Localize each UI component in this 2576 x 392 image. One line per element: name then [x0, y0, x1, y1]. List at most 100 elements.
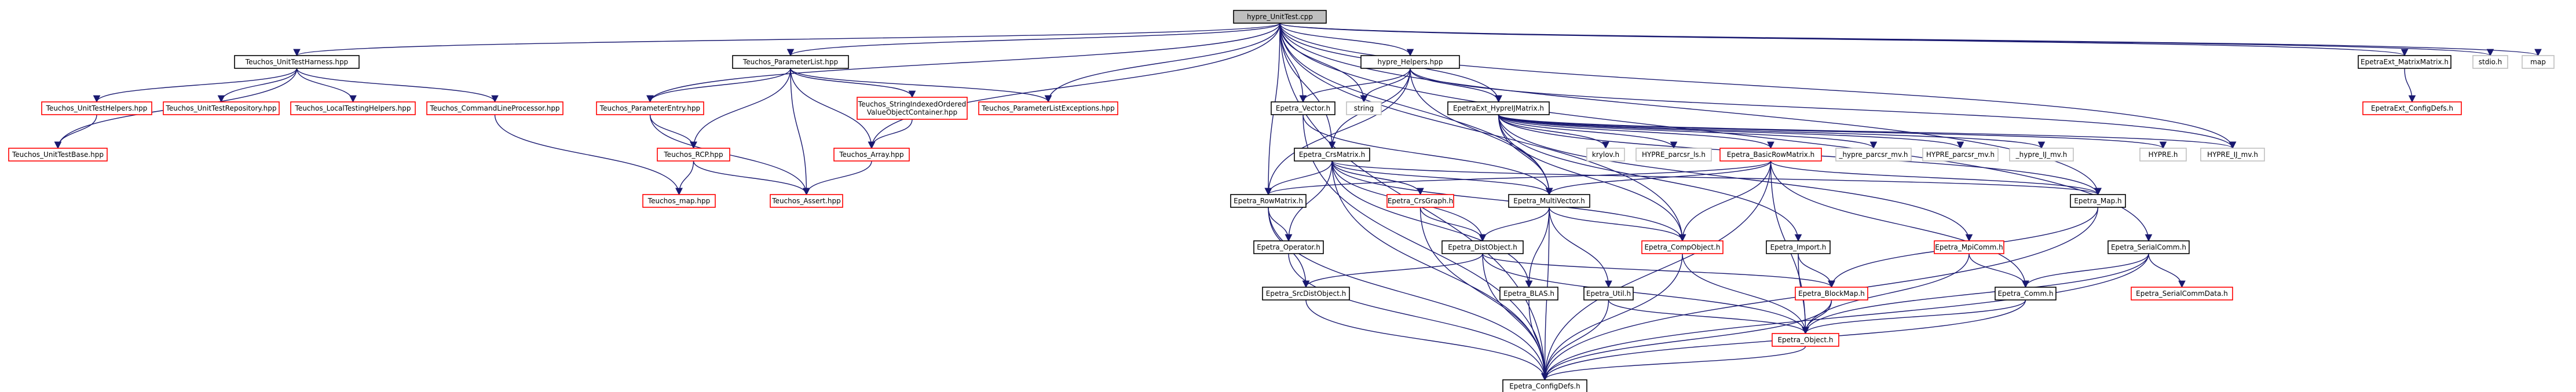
- node-label: Teuchos_ParameterEntry.hpp: [599, 104, 700, 112]
- edge-brm-to-erm: [1265, 160, 1772, 196]
- node-eobj[interactable]: Epetra_Object.h: [1772, 333, 1839, 347]
- node-root: hypre_UnitTest.cpp: [1233, 10, 1327, 24]
- node-utb[interactable]: Teuchos_UnitTestBase.hpp: [8, 148, 108, 162]
- node-emap[interactable]: Epetra_Map.h: [2070, 194, 2126, 208]
- node-label: EpetraExt_HypreIJMatrix.h: [1453, 104, 1544, 112]
- node-label: Teuchos_CommandLineProcessor.hpp: [429, 104, 559, 112]
- edge-root-to-pe: [646, 23, 1280, 103]
- edge-emv-to-edo: [1479, 207, 1550, 242]
- node-label: Teuchos_LocalTestingHelpers.hpp: [295, 104, 411, 112]
- node-emv[interactable]: Epetra_MultiVector.h: [1508, 194, 1590, 208]
- node-label: Teuchos_ParameterList.hpp: [742, 58, 838, 66]
- node-box: [642, 194, 716, 208]
- node-box: [1294, 148, 1370, 162]
- node-ehm[interactable]: EpetraExt_HypreIJMatrix.h: [1447, 101, 1550, 115]
- node-pe[interactable]: Teuchos_ParameterEntry.hpp: [596, 101, 704, 115]
- node-label: HYPRE_parcsr_ls.h: [1642, 151, 1706, 159]
- node-eop[interactable]: Epetra_Operator.h: [1253, 240, 1324, 254]
- node-rcp[interactable]: Teuchos_RCP.hpp: [657, 148, 730, 162]
- node-label: EpetraExt_ConfigDefs.h: [2371, 104, 2453, 112]
- node-label: Teuchos_Assert.hpp: [771, 197, 840, 205]
- node-pl[interactable]: Teuchos_ParameterList.hpp: [732, 55, 849, 69]
- edge-ehm-to-Hpmv: [1498, 114, 1964, 149]
- edge-eobj-to-ecd: [1541, 346, 1806, 381]
- edge-rcp-to-tmap: [675, 160, 694, 196]
- edge-ehm-to-hpmv: [1498, 114, 1878, 149]
- node-hpmv: _hypre_parcsr_mv.h: [1835, 148, 1912, 162]
- node-box: [978, 101, 1118, 115]
- node-crs[interactable]: Epetra_CrsMatrix.h: [1294, 148, 1370, 162]
- node-asrt[interactable]: Teuchos_Assert.hpp: [770, 194, 843, 208]
- node-ecd[interactable]: Epetra_ConfigDefs.h: [1502, 379, 1587, 392]
- node-lth[interactable]: Teuchos_LocalTestingHelpers.hpp: [290, 101, 416, 115]
- edge-esc-to-escd: [2148, 253, 2186, 288]
- node-label: Epetra_Object.h: [1777, 336, 1833, 344]
- node-box: [1583, 287, 1634, 301]
- node-hijmv: _hypre_IJ_mv.h: [2009, 148, 2074, 162]
- node-eimp[interactable]: Epetra_Import.h: [1766, 240, 1831, 254]
- node-clp[interactable]: Teuchos_CommandLineProcessor.hpp: [426, 101, 564, 115]
- node-ebm[interactable]: Epetra_BlockMap.h: [1795, 287, 1868, 301]
- node-hh[interactable]: hypre_Helpers.hpp: [1360, 55, 1460, 69]
- edge-pl-to-rcp: [690, 68, 791, 149]
- node-brm[interactable]: Epetra_BasicRowMatrix.h: [1719, 148, 1822, 162]
- node-edo[interactable]: Epetra_DistObject.h: [1441, 240, 1524, 254]
- edge-root-to-emv: [1279, 23, 1553, 196]
- node-box: [596, 101, 704, 115]
- node-box: [1922, 148, 1999, 162]
- node-hypre: HYPRE.h: [2139, 148, 2187, 162]
- node-utrepo[interactable]: Teuchos_UnitTestRepository.hpp: [163, 101, 280, 115]
- edge-eco-to-ecd: [1541, 253, 1683, 381]
- node-emc[interactable]: Epetra_MpiComm.h: [1934, 240, 2004, 254]
- node-label: Epetra_MultiVector.h: [1513, 197, 1585, 205]
- edge-ehm-to-hpls: [1498, 114, 1678, 149]
- node-tmap[interactable]: Teuchos_map.hpp: [642, 194, 716, 208]
- node-box: [2139, 148, 2187, 162]
- node-ple[interactable]: Teuchos_ParameterListExceptions.hpp: [978, 101, 1118, 115]
- node-escd[interactable]: Epetra_SerialCommData.h: [2131, 287, 2233, 301]
- node-hpls: HYPRE_parcsr_ls.h: [1635, 148, 1712, 162]
- edge-brm-to-emap: [1770, 160, 2102, 196]
- node-ecomm[interactable]: Epetra_Comm.h: [1995, 287, 2057, 301]
- node-eutil[interactable]: Epetra_Util.h: [1583, 287, 1634, 301]
- node-emm[interactable]: EpetraExt_MatrixMatrix.h: [2358, 55, 2451, 69]
- edge-root-to-HIJmv: [1279, 23, 2237, 149]
- node-stdio: stdio.h: [2472, 55, 2508, 69]
- edge-crs-to-eop: [1285, 160, 1333, 242]
- edge-root-to-map: [1279, 23, 2541, 57]
- edge-eutil-to-eobj: [1608, 299, 1809, 335]
- node-esdo[interactable]: Epetra_SrcDistObject.h: [1262, 287, 1350, 301]
- node-sio[interactable]: Teuchos_StringIndexedOrderedValueObjectC…: [857, 97, 968, 120]
- edge-sio-to-arr: [868, 119, 913, 149]
- edge-brm-to-eco: [1678, 160, 1772, 242]
- node-box: [290, 101, 416, 115]
- node-ecfg[interactable]: EpetraExt_ConfigDefs.h: [2362, 101, 2462, 115]
- node-label: stdio.h: [2479, 58, 2502, 66]
- node-box: [1508, 194, 1590, 208]
- edge-ehm-to-hijmv: [1498, 114, 2045, 149]
- node-box: [8, 148, 108, 162]
- edge-esc-to-ecomm: [2022, 253, 2149, 288]
- node-label: Epetra_Vector.h: [1276, 104, 1330, 112]
- node-arr[interactable]: Teuchos_Array.hpp: [833, 148, 910, 162]
- node-uth[interactable]: Teuchos_UnitTestHarness.hpp: [234, 55, 360, 69]
- edge-ehm-to-HIJmv: [1498, 114, 2236, 149]
- node-label: hypre_Helpers.hpp: [1378, 58, 1443, 66]
- edge-hh-to-ehm: [1410, 68, 1502, 103]
- edge-ehm-to-hypre: [1498, 114, 2167, 149]
- node-erm[interactable]: Epetra_RowMatrix.h: [1230, 194, 1307, 208]
- node-label: EpetraExt_MatrixMatrix.h: [2361, 58, 2449, 66]
- edge-emc-to-eobj: [1802, 253, 1970, 335]
- node-box: [1635, 148, 1712, 162]
- node-eblas[interactable]: Epetra_BLAS.h: [1499, 287, 1558, 301]
- node-box: [2472, 55, 2508, 69]
- node-ecg[interactable]: Epetra_CrsGraph.h: [1386, 194, 1454, 208]
- node-ev[interactable]: Epetra_Vector.h: [1271, 101, 1335, 115]
- node-box: [41, 101, 152, 115]
- edge-ehm-to-eimp: [1498, 114, 1802, 242]
- edge-uth-to-lth: [296, 68, 357, 103]
- node-label: Teuchos_map.hpp: [647, 197, 710, 205]
- node-esc[interactable]: Epetra_SerialComm.h: [2107, 240, 2190, 254]
- node-eco[interactable]: Epetra_CompObject.h: [1641, 240, 1724, 254]
- node-uthelp[interactable]: Teuchos_UnitTestHelpers.hpp: [41, 101, 152, 115]
